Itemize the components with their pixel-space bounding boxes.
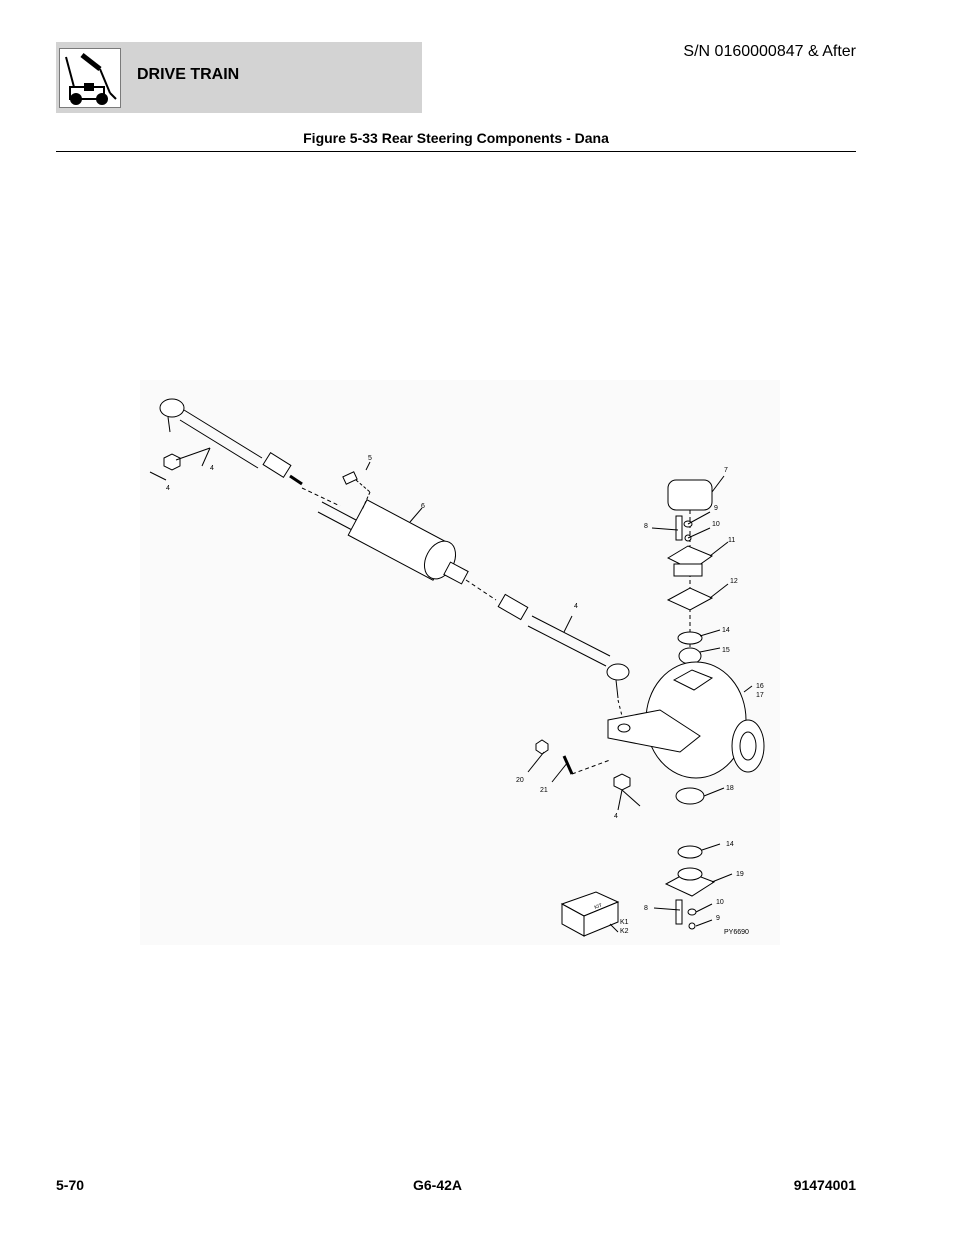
- document-number: 91474001: [793, 1177, 856, 1193]
- callout-4-left-a: 4: [166, 485, 170, 492]
- lift-truck-icon: [59, 48, 121, 108]
- callout-10-top: 10: [712, 521, 720, 528]
- callout-18: 18: [726, 785, 734, 792]
- exploded-parts-diagram: 4 4 5 6 4 7 9 8 10 11 12 14 15 16 17 18 …: [140, 380, 780, 945]
- callout-9-bottom: 9: [716, 915, 720, 922]
- model-number: G6-42A: [413, 1177, 463, 1193]
- callout-6: 6: [421, 503, 425, 510]
- callout-9-top: 9: [714, 505, 718, 512]
- callout-17: 17: [756, 692, 764, 699]
- section-title: DRIVE TRAIN: [137, 66, 240, 83]
- callout-10-bottom: 10: [716, 899, 724, 906]
- page-number: 5-70: [56, 1177, 85, 1193]
- callout-8-bottom: 8: [644, 905, 648, 912]
- figure-title: Figure 5-33 Rear Steering Components - D…: [303, 130, 609, 146]
- callout-4-left-b: 4: [210, 465, 214, 472]
- callout-4-right: 4: [574, 603, 578, 610]
- steering-components-drawing: 4 4 5 6 4 7 9 8 10 11 12 14 15 16 17 18 …: [149, 398, 765, 937]
- header-divider: [56, 151, 856, 152]
- drawing-id: PY6690: [724, 929, 749, 936]
- serial-number: S/N 0160000847 & After: [683, 43, 856, 60]
- callout-4-bottom: 4: [614, 813, 618, 820]
- callout-21: 21: [540, 787, 548, 794]
- callout-16: 16: [756, 683, 764, 690]
- callout-k2: K2: [620, 928, 629, 935]
- callout-14-top: 14: [722, 627, 730, 634]
- callout-k1: K1: [620, 919, 629, 926]
- callout-12: 12: [730, 578, 738, 585]
- section-header: DRIVE TRAIN: [56, 42, 422, 113]
- kit-box-label: KIT: [594, 903, 603, 911]
- callout-8-top: 8: [644, 523, 648, 530]
- callout-7: 7: [724, 467, 728, 474]
- callout-5: 5: [368, 455, 372, 462]
- callout-11: 11: [728, 537, 735, 544]
- callout-20: 20: [516, 777, 524, 784]
- callout-15: 15: [722, 647, 730, 654]
- callout-14-bottom: 14: [726, 841, 734, 848]
- callout-19: 19: [736, 871, 744, 878]
